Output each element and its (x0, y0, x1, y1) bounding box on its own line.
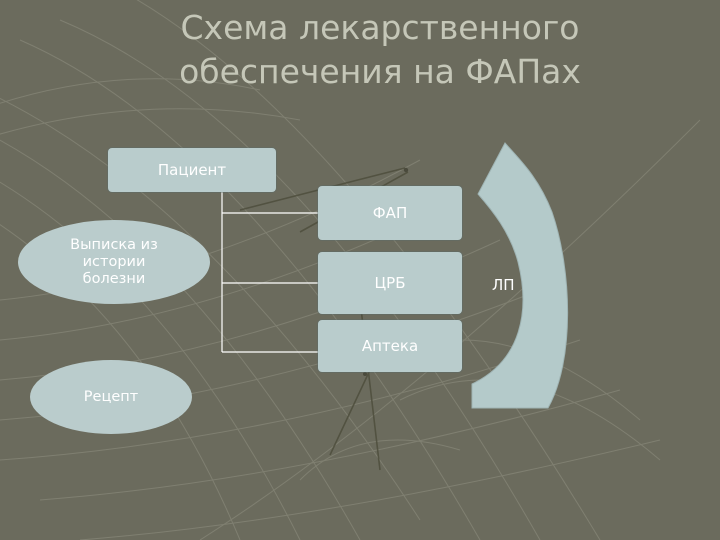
fap-box: ФАП (318, 186, 462, 240)
extract-ellipse: Выписка из истории болезни (18, 220, 210, 304)
extract-label: Выписка из истории болезни (70, 236, 158, 287)
fap-label: ФАП (372, 204, 408, 222)
patient-box: Пациент (108, 148, 276, 192)
slide-title: Схема лекарственного обеспечения на ФАПа… (100, 6, 660, 94)
title-line-1: Схема лекарственного (180, 8, 580, 47)
pharmacy-box: Аптека (318, 320, 462, 372)
arrow-label-lp: ЛП (492, 276, 515, 294)
pharmacy-label: Аптека (361, 337, 419, 355)
prescription-label: Рецепт (83, 388, 139, 405)
prescription-ellipse: Рецепт (30, 360, 192, 434)
crb-box: ЦРБ (318, 252, 462, 314)
patient-label: Пациент (157, 161, 227, 179)
title-line-2: обеспечения на ФАПах (179, 52, 581, 91)
crb-label: ЦРБ (374, 274, 406, 292)
curved-arrow (471, 142, 569, 409)
